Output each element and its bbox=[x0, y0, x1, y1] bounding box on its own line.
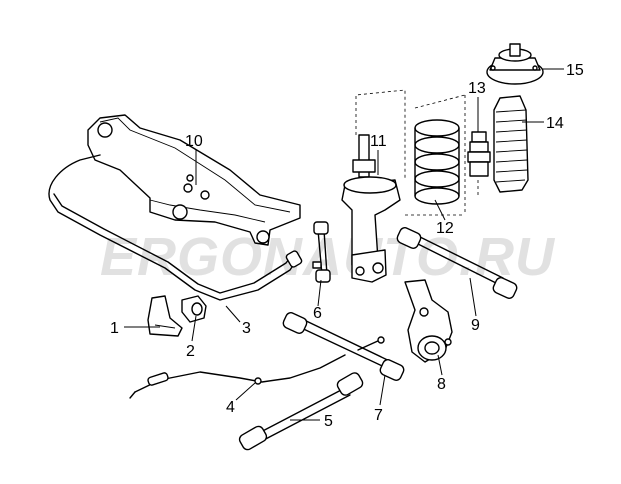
coil-spring bbox=[405, 94, 466, 216]
callout-2: 2 bbox=[186, 343, 195, 360]
shock-absorber-strut bbox=[341, 89, 406, 283]
stabilizer-link bbox=[312, 221, 331, 283]
upper-link-arm bbox=[396, 227, 518, 299]
lower-control-arm bbox=[282, 312, 405, 381]
callout-1: 1 bbox=[110, 320, 119, 337]
strut-top-mount bbox=[486, 43, 544, 85]
callout-4: 4 bbox=[226, 399, 235, 416]
subframe-crossmember bbox=[87, 114, 301, 246]
stabilizer-bracket bbox=[147, 295, 183, 337]
bump-stop bbox=[467, 108, 491, 195]
stabilizer-bushing bbox=[181, 295, 207, 323]
brake-cable bbox=[129, 354, 346, 399]
callout-14: 14 bbox=[546, 115, 564, 132]
callout-labels: 1 2 3 4 5 6 7 8 9 10 11 12 13 14 15 bbox=[110, 62, 584, 430]
leader-lines bbox=[124, 68, 564, 421]
callout-13: 13 bbox=[468, 80, 486, 97]
callout-9: 9 bbox=[471, 317, 480, 334]
callout-6: 6 bbox=[313, 305, 322, 322]
callout-8: 8 bbox=[437, 376, 446, 393]
callout-7: 7 bbox=[374, 407, 383, 424]
callout-5: 5 bbox=[324, 413, 333, 430]
callout-10: 10 bbox=[185, 133, 203, 150]
knuckle-hub-carrier bbox=[404, 279, 453, 363]
trailing-arm bbox=[238, 372, 364, 451]
callout-12: 12 bbox=[436, 220, 454, 237]
dust-boot bbox=[493, 95, 529, 193]
callout-3: 3 bbox=[242, 320, 251, 337]
stabilizer-bar bbox=[48, 154, 303, 301]
callout-15: 15 bbox=[566, 62, 584, 79]
callout-11: 11 bbox=[370, 133, 387, 150]
